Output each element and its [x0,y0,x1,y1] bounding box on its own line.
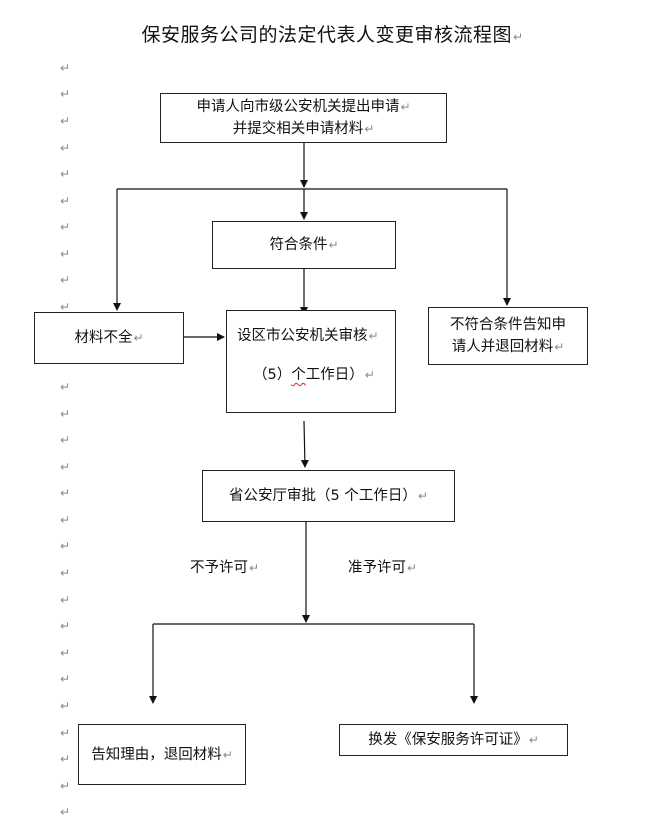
page-title: 保安服务公司的法定代表人变更审核流程图↵ [141,24,524,46]
paragraph-mark-icon: ↵ [60,646,71,660]
node-apply-line2: 并提交相关申请材料 [232,121,364,137]
paragraph-mark-icon: ↵ [60,619,71,633]
paragraph-mark-icon: ↵ [60,167,71,181]
paragraph-mark-icon: ↵ [60,779,71,793]
paragraph-mark-icon: ↵ [60,433,71,447]
node-qualified: 符合条件↵ [212,221,396,269]
paragraph-mark-icon: ↵ [512,30,524,44]
node-apply: 申请人向市级公安机关提出申请↵ 并提交相关申请材料↵ [160,93,447,143]
paragraph-mark-icon: ↵ [60,87,71,101]
paragraph-mark-icon: ↵ [60,460,71,474]
paragraph-mark-icon: ↵ [60,726,71,740]
node-qualified-text: 符合条件 [269,237,328,253]
paragraph-mark-icon: ↵ [60,486,71,500]
paragraph-mark-icon: ↵ [60,114,71,128]
paragraph-mark-icon: ↵ [60,220,71,234]
paragraph-mark-icon: ↵ [60,194,71,208]
node-incomplete-text: 材料不全 [74,330,133,346]
paragraph-mark-icon: ↵ [60,539,71,553]
node-issue-text: 换发《保安服务许可证》 [368,732,528,748]
paragraph-mark-icon: ↵ [60,273,71,287]
node-apply-line1: 申请人向市级公安机关提出申请 [196,99,400,115]
node-province: 省公安厅审批（5 个工作日）↵ [202,470,455,522]
node-reject-text: 告知理由，退回材料 [91,746,222,763]
connector-city-down [300,420,309,468]
paragraph-mark-icon: ↵ [60,61,71,75]
paragraph-mark-icon: ↵ [60,300,71,314]
label-grant: 准予许可↵ [348,560,418,576]
paragraph-mark-icon: ↵ [60,672,71,686]
node-city-review-line2: （5）个工作日）↵ [253,367,375,383]
paragraph-mark-icon: ↵ [60,407,71,421]
node-province-text: 省公安厅审批（5 个工作日） [229,488,417,504]
node-city-review-line1: 设区市公安机关审核 [237,328,368,344]
node-reject: 告知理由，退回材料↵ [78,724,246,785]
paragraph-mark-icon: ↵ [60,699,71,713]
node-unqualified-line2: 请人并退回材料 [451,339,554,355]
paragraph-mark-icon: ↵ [60,805,71,819]
node-unqualified: 不符合条件告知申 请人并退回材料↵ [428,307,588,365]
node-unqualified-line1: 不符合条件告知申 [450,317,566,333]
paragraph-mark-icon: ↵ [60,513,71,527]
paragraph-mark-icon: ↵ [60,380,71,394]
paragraph-mark-icon: ↵ [60,141,71,155]
node-incomplete: 材料不全↵ [34,312,184,364]
paragraph-mark-icon: ↵ [60,247,71,261]
node-city-review: 设区市公安机关审核↵ （5）个工作日）↵ [226,310,396,413]
paragraph-mark-icon: ↵ [60,593,71,607]
paragraph-mark-icon: ↵ [60,566,71,580]
node-issue: 换发《保安服务许可证》↵ [339,724,568,756]
label-deny: 不予许可↵ [190,560,260,576]
paragraph-mark-icon: ↵ [60,752,71,766]
